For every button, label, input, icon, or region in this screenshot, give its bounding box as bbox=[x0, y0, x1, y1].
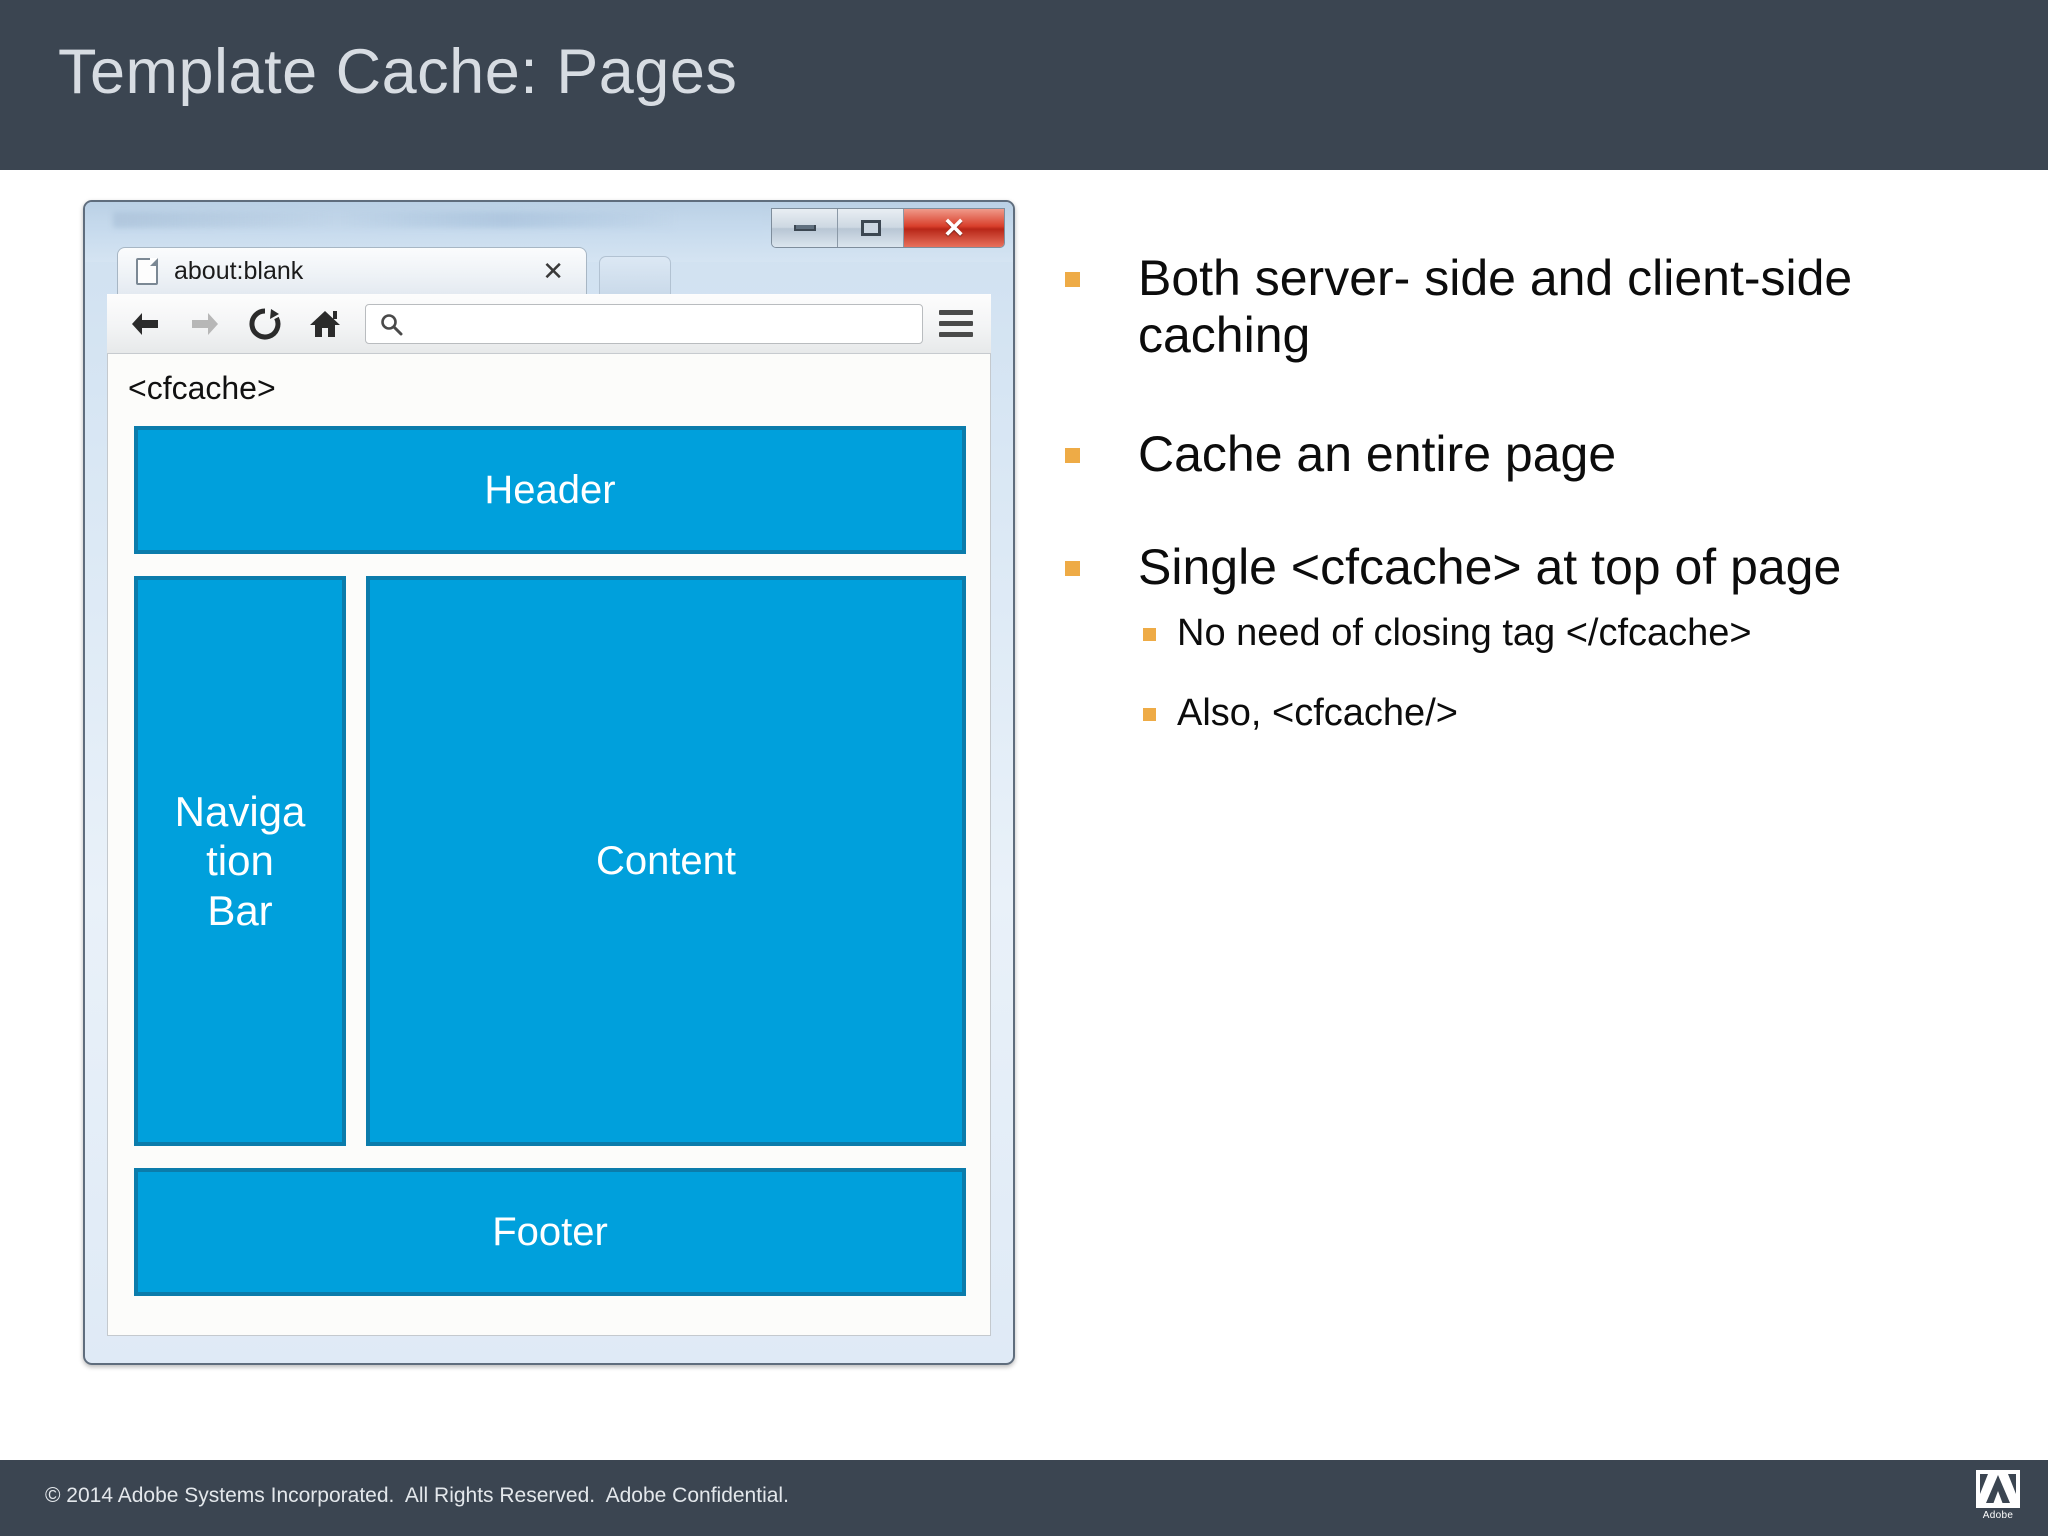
sub-bullet-list: No need of closing tag </cfcache> Also, … bbox=[1055, 612, 1975, 735]
adobe-logo: Adobe bbox=[1970, 1470, 2026, 1528]
maximize-icon bbox=[860, 220, 881, 236]
close-icon: ✕ bbox=[942, 212, 966, 243]
address-bar[interactable] bbox=[365, 303, 923, 344]
bullet-marker-icon bbox=[1143, 707, 1156, 721]
page-region-footer: Footer bbox=[134, 1168, 966, 1296]
tab-label: about:blank bbox=[174, 256, 304, 285]
slide-footer-bar: © 2014 Adobe Systems Incorporated. All R… bbox=[0, 1460, 2048, 1536]
bullet-marker-icon bbox=[1065, 561, 1080, 576]
tab-strip: about:blank ✕ bbox=[107, 242, 991, 294]
bullet-marker-icon bbox=[1065, 272, 1080, 287]
forward-arrow-icon[interactable] bbox=[183, 302, 227, 346]
document-icon bbox=[136, 257, 158, 285]
bullet-text: Both server- side and client-side cachin… bbox=[1138, 250, 1853, 363]
bullet-item: Both server- side and client-side cachin… bbox=[1055, 250, 1975, 364]
page-region-content: Content bbox=[366, 576, 966, 1146]
bullet-marker-icon bbox=[1143, 628, 1156, 641]
slide-header-bar: Template Cache: Pages bbox=[0, 0, 2048, 170]
tab-about-blank[interactable]: about:blank ✕ bbox=[117, 247, 587, 294]
browser-window-mock: ✕ about:blank ✕ bbox=[83, 200, 1015, 1365]
bullet-list: Both server- side and client-side cachin… bbox=[1055, 250, 1975, 761]
page-title: Template Cache: Pages bbox=[58, 37, 738, 107]
bullet-item: Cache an entire page bbox=[1055, 426, 1975, 483]
bullet-text: Cache an entire page bbox=[1138, 426, 1617, 482]
reload-icon[interactable] bbox=[243, 302, 287, 346]
browser-toolbar bbox=[107, 294, 991, 354]
home-icon[interactable] bbox=[303, 302, 347, 346]
adobe-wordmark: Adobe bbox=[1982, 1510, 2014, 1521]
bullet-item: Single <cfcache> at top of page bbox=[1055, 539, 1975, 596]
adobe-a-icon bbox=[1976, 1470, 2020, 1508]
tab-close-icon[interactable]: ✕ bbox=[542, 256, 564, 286]
address-input[interactable] bbox=[404, 308, 922, 339]
minimize-button[interactable] bbox=[772, 209, 838, 247]
sub-bullet-item: No need of closing tag </cfcache> bbox=[1055, 612, 1975, 656]
maximize-button[interactable] bbox=[838, 209, 904, 247]
window-controls: ✕ bbox=[771, 208, 1005, 248]
search-icon bbox=[378, 311, 404, 337]
sub-bullet-item: Also, <cfcache/> bbox=[1055, 692, 1975, 736]
slide-body: ✕ about:blank ✕ bbox=[0, 170, 2048, 1460]
minimize-icon bbox=[793, 225, 816, 231]
sub-bullet-text: Also, <cfcache/> bbox=[1177, 691, 1458, 734]
bullet-marker-icon bbox=[1065, 448, 1080, 463]
hamburger-menu-icon[interactable] bbox=[939, 310, 973, 337]
page-region-header: Header bbox=[134, 426, 966, 554]
page-region-navigation-bar: Naviga tion Bar bbox=[134, 576, 346, 1146]
copyright-text: © 2014 Adobe Systems Incorporated. All R… bbox=[45, 1484, 789, 1507]
cfcache-tag-text: <cfcache> bbox=[128, 370, 276, 406]
bullet-text: Single <cfcache> at top of page bbox=[1138, 539, 1842, 595]
page-viewport: <cfcache> Header Naviga tion Bar Content… bbox=[107, 354, 991, 1336]
new-tab-button[interactable] bbox=[599, 256, 671, 294]
back-arrow-icon[interactable] bbox=[123, 302, 167, 346]
sub-bullet-text: No need of closing tag </cfcache> bbox=[1177, 612, 1752, 654]
close-window-button[interactable]: ✕ bbox=[904, 209, 1004, 247]
